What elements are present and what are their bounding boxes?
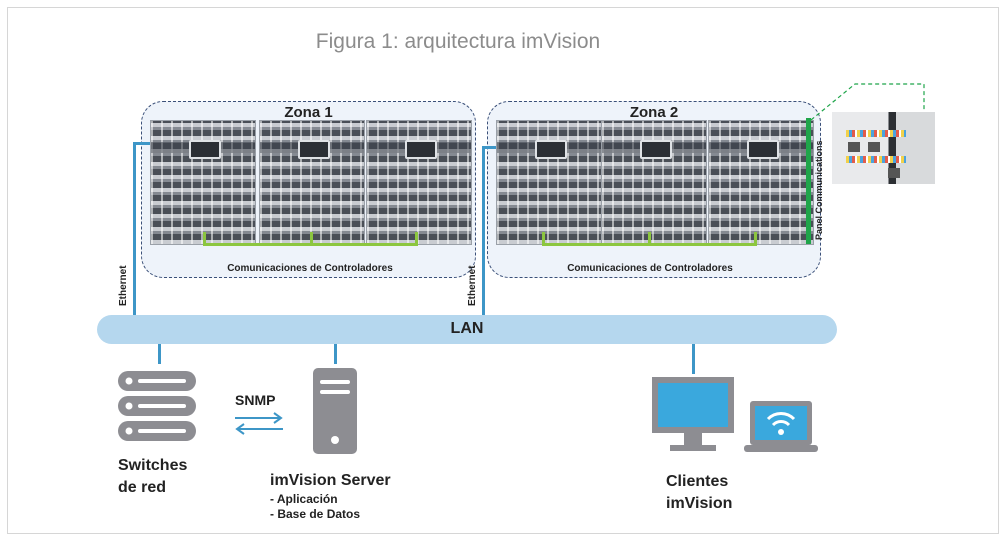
controller-bus-drop <box>310 232 313 246</box>
server-item-app: - Aplicación <box>270 492 338 506</box>
switches-label-line1: Switches <box>118 457 188 474</box>
figure-title: Figura 1: arquitectura imVision <box>315 30 601 53</box>
controller-bus-drop <box>415 232 418 246</box>
controller-unit <box>535 140 567 159</box>
laptop-wifi-icon <box>744 401 818 452</box>
controller-bus-drop <box>542 232 545 246</box>
controller-unit <box>189 140 221 159</box>
lan-label: LAN <box>450 320 484 337</box>
rack <box>259 120 365 245</box>
rack <box>708 120 814 245</box>
ethernet-label-2: Ethernet <box>467 265 478 306</box>
zone-2-label: Zona 2 <box>629 104 679 121</box>
ethernet-link-2 <box>482 146 485 316</box>
rack <box>496 120 602 245</box>
ethernet-link-1-stub <box>133 142 150 145</box>
clients-drop <box>692 344 695 374</box>
ethernet-link-2-stub <box>482 146 496 149</box>
rack <box>601 120 707 245</box>
panel-communications-bar <box>806 118 811 244</box>
controller-bus-drop <box>648 232 651 246</box>
controller-unit <box>405 140 437 159</box>
rack <box>366 120 472 245</box>
ethernet-link-1 <box>133 142 136 316</box>
zone-1-label: Zona 1 <box>284 104 333 121</box>
controller-unit <box>747 140 779 159</box>
server-item-db: - Base de Datos <box>270 507 361 521</box>
zone-2-comm-label: Comunicaciones de Controladores <box>567 263 733 274</box>
snmp-arrows-icon <box>235 412 283 435</box>
controller-bus-drop <box>754 232 757 246</box>
clients-label-line1: Clientes <box>666 473 729 490</box>
lan-bus: LAN <box>97 315 837 344</box>
rack <box>150 120 256 245</box>
panel-communications-label: Panel Communications <box>814 140 824 240</box>
controller-unit <box>640 140 672 159</box>
switch-drop <box>158 344 161 364</box>
zone-1-comm-label: Comunicaciones de Controladores <box>227 263 393 274</box>
controller-bus-drop <box>203 232 206 246</box>
controller-unit <box>298 140 330 159</box>
clients-label-line2: imVision <box>666 495 733 512</box>
desktop-monitor-icon <box>652 377 734 451</box>
server-drop <box>334 344 337 364</box>
server-title: imVision Server <box>270 472 391 489</box>
network-switch-icon <box>118 371 196 441</box>
snmp-label: SNMP <box>235 392 276 408</box>
patch-panel-photo <box>832 112 935 184</box>
ethernet-label-1: Ethernet <box>118 265 129 306</box>
server-tower-icon <box>313 368 357 454</box>
switches-label-line2: de red <box>118 479 167 496</box>
